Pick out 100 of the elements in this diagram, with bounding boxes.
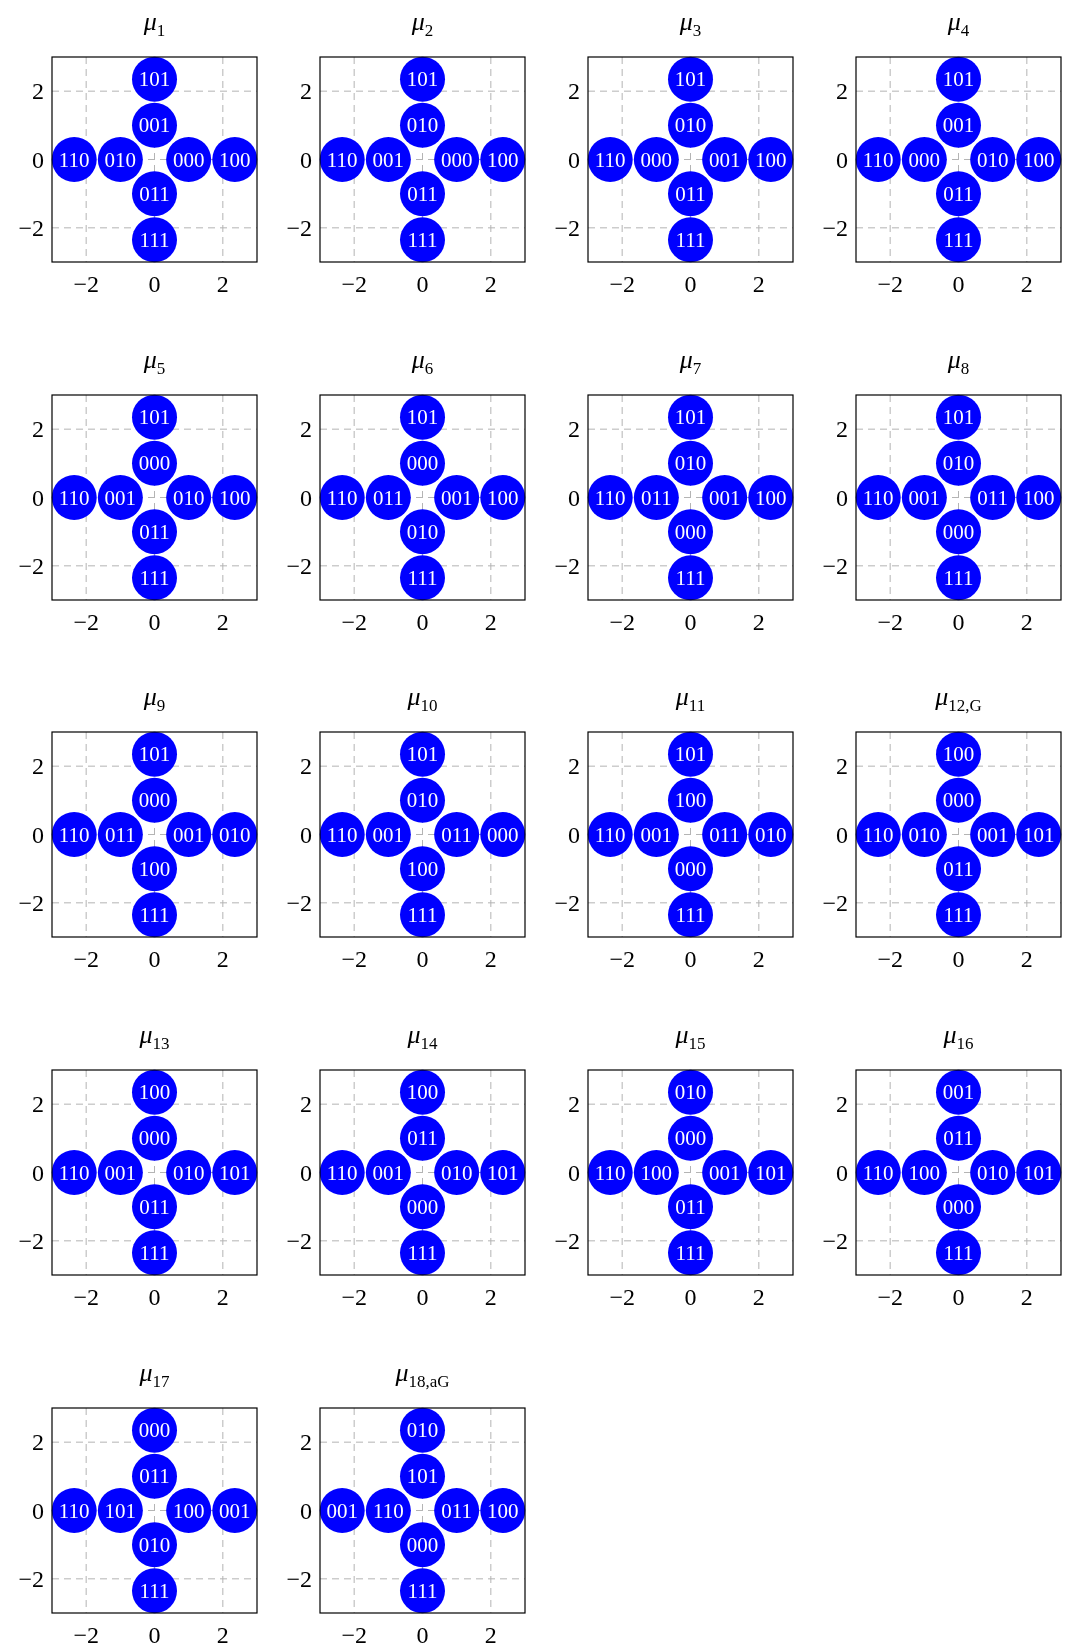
- point-label: 101: [138, 405, 171, 430]
- point-label: 011: [441, 1498, 473, 1523]
- tick-label: 0: [416, 946, 429, 972]
- point-label: 011: [441, 822, 473, 847]
- tick-label: 2: [836, 416, 848, 443]
- tick-label: 2: [32, 1429, 44, 1456]
- tick-label: 0: [568, 484, 580, 511]
- point-label: 011: [139, 519, 170, 544]
- point-label: 100: [138, 856, 171, 881]
- chart-title: μ$_{12,G}$: [934, 682, 983, 718]
- tick-label: 0: [32, 1159, 44, 1186]
- point-label: 101: [755, 1160, 787, 1185]
- tick-label: −2: [341, 271, 367, 297]
- tick-label: 2: [32, 416, 44, 443]
- point-label: 000: [138, 788, 171, 813]
- tick-label: −2: [877, 271, 903, 297]
- tick-label: −2: [341, 1622, 367, 1648]
- tick-label: −2: [73, 1622, 99, 1648]
- tick-label: 2: [484, 1622, 497, 1648]
- point-label: 100: [755, 485, 787, 510]
- point-label: 011: [675, 181, 706, 206]
- point-label: 101: [487, 1160, 519, 1185]
- tick-label: 0: [568, 146, 580, 173]
- chart-title: μ$_{4}$: [946, 7, 971, 43]
- tick-label: −2: [341, 1284, 367, 1310]
- point-label: 010: [976, 1160, 1009, 1185]
- tick-label: 0: [836, 821, 848, 848]
- tick-label: −2: [286, 1227, 312, 1254]
- tick-label: 0: [148, 271, 161, 297]
- point-label: 101: [104, 1498, 137, 1523]
- tick-label: 2: [216, 609, 229, 635]
- tick-label: −2: [286, 889, 312, 916]
- tick-label: −2: [341, 946, 367, 972]
- point-label: 110: [58, 485, 90, 510]
- point-label: 000: [640, 147, 673, 172]
- tick-label: 2: [836, 1091, 848, 1118]
- tick-label: 2: [568, 78, 580, 105]
- point-label: 111: [943, 227, 974, 252]
- tick-label: −2: [609, 946, 635, 972]
- point-label: 010: [172, 485, 205, 510]
- point-label: 001: [326, 1498, 358, 1523]
- tick-label: −2: [18, 214, 44, 241]
- point-label: 111: [675, 227, 706, 252]
- point-label: 111: [407, 565, 438, 590]
- point-label: 001: [219, 1498, 251, 1523]
- tick-label: 0: [836, 1159, 848, 1186]
- point-label: 001: [440, 485, 473, 510]
- point-label: 011: [372, 485, 404, 510]
- tick-label: 0: [952, 1284, 965, 1310]
- point-label: 010: [406, 1418, 439, 1443]
- tick-label: −2: [609, 1284, 635, 1310]
- point-label: 110: [326, 147, 358, 172]
- point-label: 101: [674, 405, 707, 430]
- tick-label: 0: [32, 484, 44, 511]
- tick-label: −2: [554, 214, 580, 241]
- tick-label: 0: [300, 146, 312, 173]
- tick-label: −2: [822, 552, 848, 579]
- point-label: 000: [406, 451, 439, 476]
- tick-label: −2: [822, 889, 848, 916]
- tick-label: 2: [32, 753, 44, 780]
- point-label: 000: [138, 1418, 171, 1443]
- point-label: 010: [104, 147, 137, 172]
- point-label: 111: [407, 902, 438, 927]
- point-label: 101: [674, 742, 707, 767]
- point-label: 000: [674, 856, 707, 881]
- point-label: 000: [138, 451, 171, 476]
- tick-label: 0: [32, 1497, 44, 1524]
- tick-label: 0: [416, 609, 429, 635]
- point-label: 101: [406, 742, 439, 767]
- tick-label: 0: [568, 1159, 580, 1186]
- point-label: 010: [674, 451, 707, 476]
- chart-title: μ$_{18,aG}$: [394, 1358, 451, 1394]
- point-label: 011: [139, 1194, 170, 1219]
- chart-title: μ$_{5}$: [142, 345, 167, 381]
- point-label: 110: [594, 822, 626, 847]
- point-label: 110: [326, 1160, 358, 1185]
- point-label: 000: [942, 788, 975, 813]
- point-label: 011: [943, 856, 974, 881]
- tick-label: 2: [484, 946, 497, 972]
- chart-title: μ$_{1}$: [142, 7, 167, 43]
- chart-title: μ$_{15}$: [674, 1020, 707, 1056]
- point-label: 111: [139, 1578, 170, 1603]
- point-label: 011: [943, 181, 974, 206]
- tick-label: −2: [822, 214, 848, 241]
- point-label: 010: [674, 1080, 707, 1105]
- point-label: 011: [943, 1126, 974, 1151]
- tick-label: 0: [416, 271, 429, 297]
- tick-label: 2: [216, 1284, 229, 1310]
- point-label: 011: [709, 822, 741, 847]
- point-label: 111: [139, 565, 170, 590]
- tick-label: 2: [752, 946, 765, 972]
- point-label: 000: [942, 519, 975, 544]
- point-label: 110: [58, 1498, 90, 1523]
- tick-label: −2: [73, 1284, 99, 1310]
- point-label: 011: [675, 1194, 706, 1219]
- tick-label: 2: [32, 78, 44, 105]
- tick-label: 0: [148, 946, 161, 972]
- tick-label: 0: [416, 1622, 429, 1648]
- tick-label: −2: [73, 946, 99, 972]
- point-label: 100: [219, 485, 251, 510]
